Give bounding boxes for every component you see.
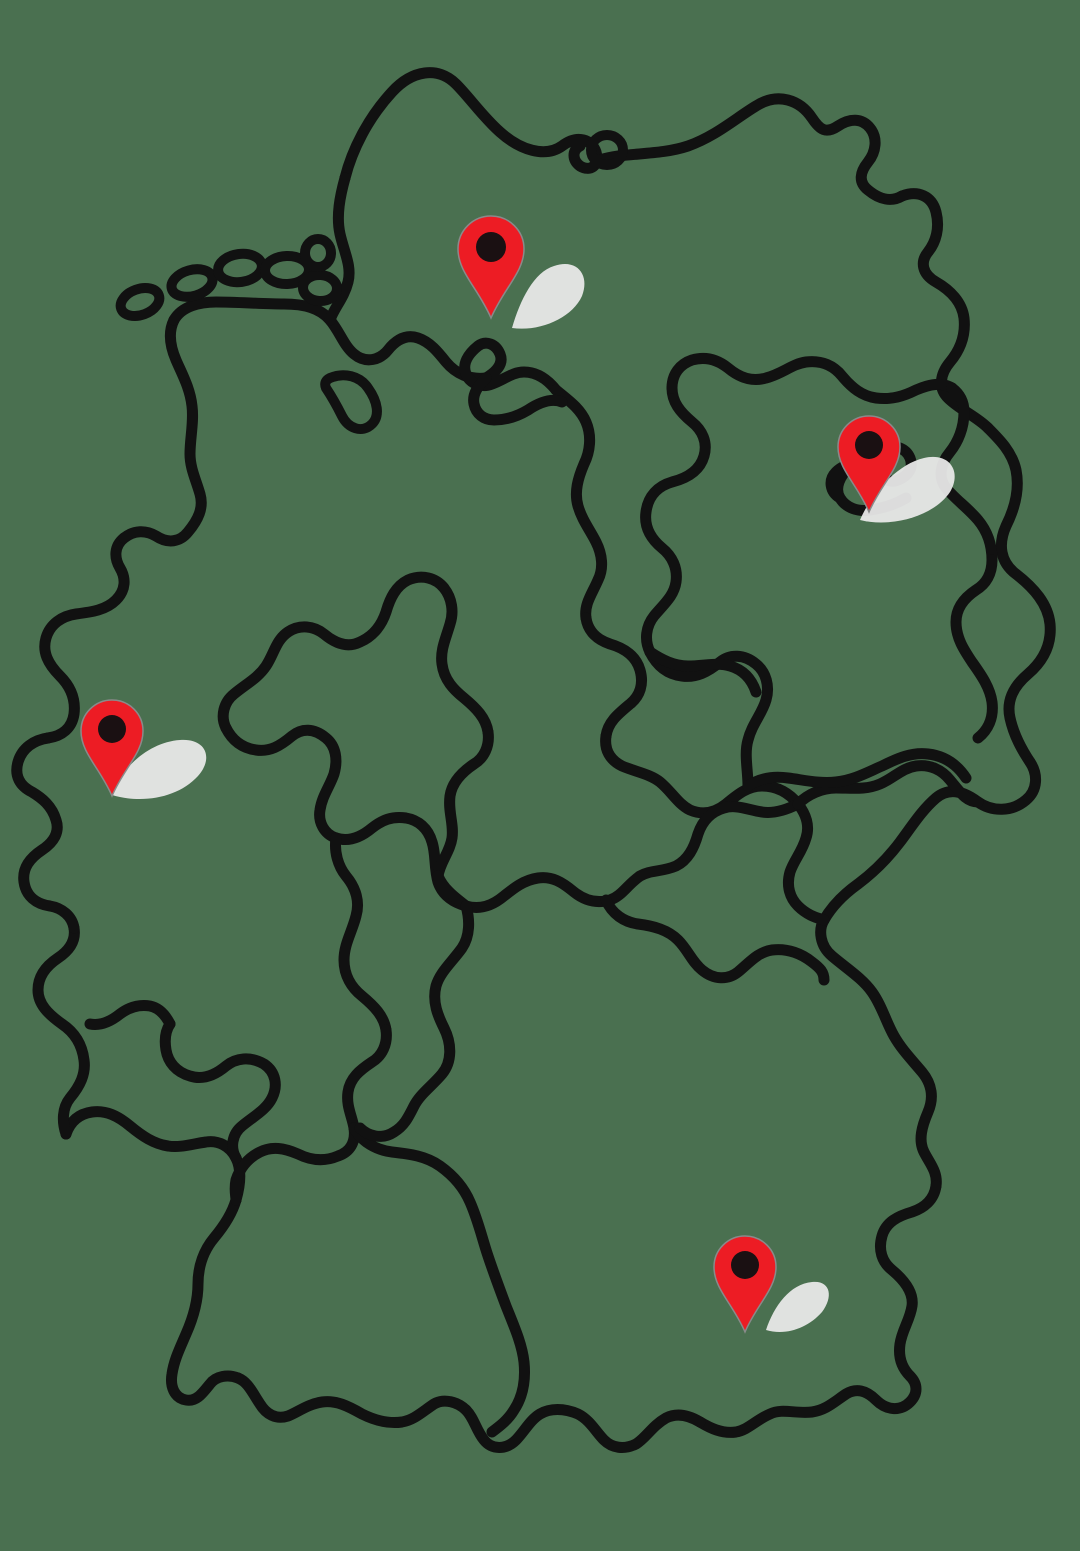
border-mecklenburg-south [666, 352, 958, 404]
border-schleswig-west [324, 172, 355, 326]
state-border-group [84, 337, 998, 1438]
pin-center-dot [855, 431, 883, 459]
border-saarland-north [84, 1000, 176, 1030]
border-brandenburg-mecklenburg [640, 382, 711, 658]
border-northwest-coast [168, 296, 492, 384]
border-lower-saxony-east [550, 384, 608, 624]
border-thuringia-south [460, 798, 804, 914]
pin-body[interactable] [457, 215, 525, 320]
border-bw-bavaria [348, 1122, 530, 1438]
border-brandenburg-west [644, 646, 774, 792]
border-saxony-brandenburg [792, 760, 984, 810]
border-east-poland [982, 422, 1056, 768]
pin-center-dot [731, 1251, 759, 1279]
pin-center-dot [476, 232, 506, 262]
border-south-lake-constance [460, 1404, 706, 1453]
border-hamburg-ring [459, 337, 562, 396]
island-icon [166, 264, 218, 302]
pin-body[interactable] [80, 699, 144, 798]
border-north-baltic-upper [594, 93, 908, 205]
border-rlp-saarland [159, 1018, 281, 1164]
border-saxony-anhalt-east [644, 646, 762, 698]
border-nrw-lower-saxony [436, 582, 494, 738]
border-hesse-north [432, 726, 494, 882]
border-west-belgium [11, 732, 80, 934]
border-west-luxembourg [32, 922, 90, 1140]
border-south-swiss [232, 1372, 472, 1428]
marker-shadow [512, 264, 585, 329]
marker-shadow [766, 1281, 829, 1332]
border-saxony-north [742, 748, 972, 792]
border-south-austria-east [874, 1180, 942, 1382]
pin-body[interactable] [713, 1235, 777, 1334]
island-icon [115, 282, 165, 322]
island-icon [300, 234, 336, 272]
border-north-coast [339, 67, 603, 184]
border-hamburg-interior [468, 372, 568, 426]
border-saxony-thuringia [782, 798, 830, 926]
border-west-netherlands-south [39, 532, 130, 744]
border-northeast-baltic [896, 188, 994, 434]
inland-lake-icon [320, 370, 382, 435]
border-southwest-france [166, 1194, 244, 1406]
marker-shadow [112, 739, 207, 800]
map-pin-icon[interactable] [456, 214, 526, 320]
border-nrw-hesse-north [217, 571, 450, 734]
map-pin-icon[interactable] [836, 414, 902, 514]
pin-body[interactable] [837, 415, 901, 514]
border-rhineland-palatinate-east [342, 1024, 392, 1134]
frisian-islands-group [115, 130, 628, 435]
border-brandenburg-southeast [950, 554, 998, 744]
border-rlp-bw [229, 1122, 360, 1206]
island-icon [586, 130, 628, 170]
border-hesse-south-west [330, 832, 392, 1036]
border-east-saxony [818, 756, 1041, 926]
border-west-netherlands-north [118, 314, 207, 547]
map-pin-icon[interactable] [79, 698, 145, 798]
border-bavaria-west [354, 900, 475, 1142]
border-southeast-czech [815, 914, 942, 1192]
map-pin-icon[interactable] [712, 1234, 778, 1334]
pin-center-dot [98, 715, 126, 743]
border-thuringia-north [600, 730, 804, 819]
border-south-alps [694, 1370, 922, 1438]
border-niedersachsen-saxony-anhalt [580, 612, 648, 742]
border-bavaria-thuringia [600, 894, 830, 986]
island-icon [298, 269, 342, 307]
border-hesse-nrw [220, 722, 342, 844]
marker-shadow [860, 456, 955, 523]
